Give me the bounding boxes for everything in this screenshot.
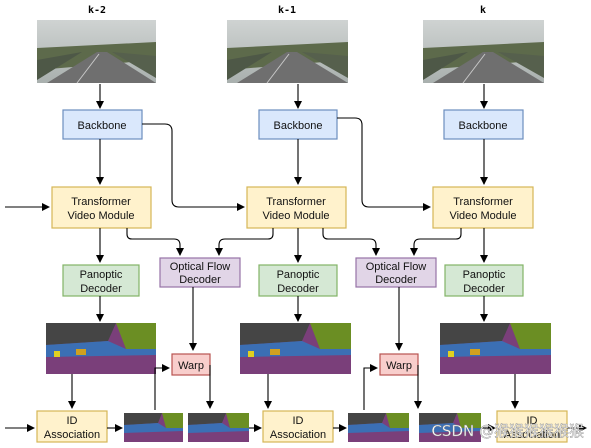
id-association-node-k-2: ID Association <box>36 410 108 443</box>
panoptic-label-line1: Panoptic <box>80 269 123 281</box>
input-frame-k-1 <box>227 20 348 84</box>
warp-label: Warp <box>386 360 412 372</box>
segmentation-thumb-4 <box>419 413 481 442</box>
panoptic-decoder-node-k-1: Panoptic Decoder <box>258 264 338 297</box>
transformer-node-k-2: Transformer Video Module <box>51 186 152 229</box>
id-association-label-line2: Association <box>44 429 100 441</box>
watermark-text: CSDN @猴猴猴猴猴猴 <box>431 422 584 440</box>
id-association-label-line2: Association <box>504 429 560 441</box>
transformer-label-line2: Video Module <box>67 210 134 222</box>
warp-node-1: Warp <box>171 353 211 376</box>
panoptic-label-line2: Decoder <box>80 283 122 295</box>
id-association-label-line1: ID <box>67 415 78 427</box>
frame-label-k-1: k-1 <box>278 5 296 16</box>
optical-flow-label-line1: Optical Flow <box>170 261 231 273</box>
transformer-label-line2: Video Module <box>262 210 329 222</box>
id-association-label-line1: ID <box>293 415 304 427</box>
backbone-node-k-1: Backbone <box>258 109 338 140</box>
id-association-label-line1: ID <box>527 415 538 427</box>
panoptic-decoder-node-k: Panoptic Decoder <box>444 264 524 297</box>
warp-node-2: Warp <box>379 353 419 376</box>
frame-label-k-2: k-2 <box>88 5 106 16</box>
input-frame-k <box>423 20 544 84</box>
input-frame-k-2 <box>37 20 156 84</box>
transformer-label-line1: Transformer <box>266 196 326 208</box>
optical-flow-label-line1: Optical Flow <box>366 261 427 273</box>
optical-flow-label-line2: Decoder <box>179 274 221 286</box>
segmentation-thumb-1 <box>124 413 183 442</box>
transformer-label-line2: Video Module <box>449 210 516 222</box>
optical-flow-decoder-node-1: Optical Flow Decoder <box>159 257 241 288</box>
backbone-node-k-2: Backbone <box>62 109 143 140</box>
backbone-label: Backbone <box>274 120 323 132</box>
transformer-label-line1: Transformer <box>71 196 131 208</box>
transformer-node-k-1: Transformer Video Module <box>246 186 347 229</box>
transformer-node-k: Transformer Video Module <box>432 186 534 229</box>
frame-label-k: k <box>480 5 486 16</box>
backbone-node-k: Backbone <box>443 109 524 140</box>
id-association-label-line2: Association <box>270 429 326 441</box>
panoptic-label-line2: Decoder <box>463 283 505 295</box>
panoptic-decoder-node-k-2: Panoptic Decoder <box>62 264 140 297</box>
segmentation-map-k-1 <box>240 323 351 374</box>
segmentation-thumb-2 <box>188 413 249 442</box>
backbone-label: Backbone <box>78 120 127 132</box>
optical-flow-decoder-node-2: Optical Flow Decoder <box>355 257 437 288</box>
id-association-node-k-1: ID Association <box>262 410 334 443</box>
optical-flow-label-line2: Decoder <box>375 274 417 286</box>
panoptic-label-line2: Decoder <box>277 283 319 295</box>
transformer-label-line1: Transformer <box>453 196 513 208</box>
id-association-node-k: ID Association <box>496 410 568 443</box>
panoptic-label-line1: Panoptic <box>463 269 506 281</box>
segmentation-map-k-2 <box>46 323 156 374</box>
segmentation-map-k <box>440 323 551 374</box>
segmentation-thumb-3 <box>348 413 409 442</box>
panoptic-label-line1: Panoptic <box>277 269 320 281</box>
warp-label: Warp <box>178 360 204 372</box>
backbone-label: Backbone <box>459 120 508 132</box>
